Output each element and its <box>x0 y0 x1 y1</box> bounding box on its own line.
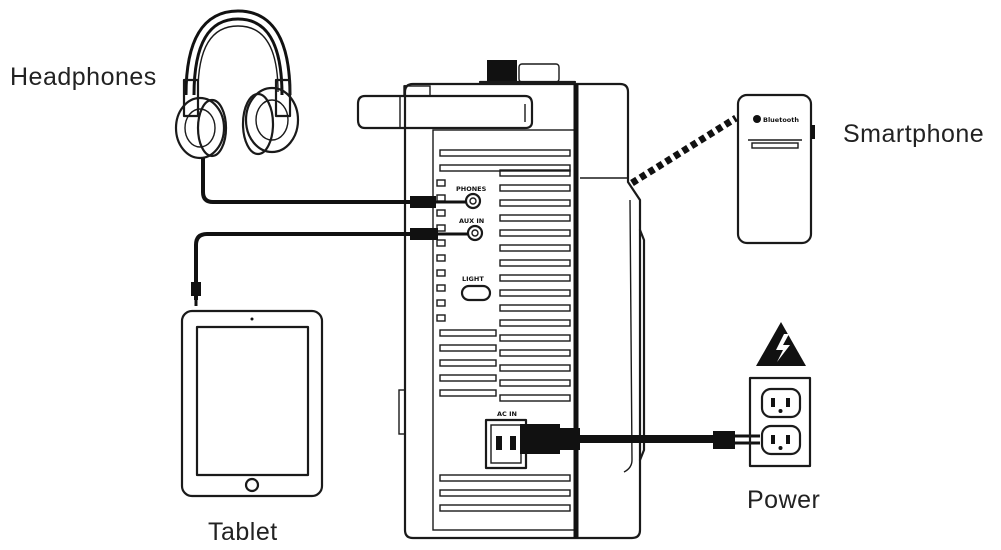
grille-slot <box>499 184 571 192</box>
headphones-label: Headphones <box>10 63 157 91</box>
svg-text:LIGHT: LIGHT <box>462 275 484 283</box>
power-label: Power <box>747 486 821 514</box>
grille-slot <box>439 164 571 172</box>
power-cord <box>520 424 760 454</box>
svg-text:AC IN: AC IN <box>497 410 517 418</box>
tablet <box>180 228 468 498</box>
grille-slot <box>439 374 497 382</box>
speaker-unit: PHONES AUX IN LIGHT AC IN <box>356 60 646 540</box>
grille-slot <box>436 209 446 217</box>
grille-slot <box>439 344 497 352</box>
grille-slot <box>439 504 571 512</box>
grille-slot <box>436 284 446 292</box>
grille-slot <box>439 389 497 397</box>
grille-slot <box>436 314 446 322</box>
bluetooth-link <box>630 115 738 186</box>
smartphone: Bluetooth <box>736 93 815 245</box>
grille-slot <box>439 489 571 497</box>
tuning-knob <box>478 60 577 84</box>
outlet-socket-bottom <box>760 424 802 456</box>
grille-slot <box>499 334 571 342</box>
grille-slot <box>436 254 446 262</box>
grille-slot <box>499 214 571 222</box>
grille-slot <box>499 394 571 402</box>
svg-text:Bluetooth: Bluetooth <box>763 116 799 124</box>
grille-slot <box>499 244 571 252</box>
grille-slot <box>436 299 446 307</box>
grille-slot <box>499 229 571 237</box>
grille-slot <box>499 319 571 327</box>
smartphone-label: Smartphone <box>843 120 985 148</box>
svg-text:AUX IN: AUX IN <box>459 217 484 225</box>
grille-slot <box>499 379 571 387</box>
svg-text:PHONES: PHONES <box>456 185 487 193</box>
grille-slot <box>499 349 571 357</box>
grille-slot <box>436 179 446 187</box>
grille-slot <box>439 474 571 482</box>
grille-slots <box>436 149 571 512</box>
grille-slot <box>499 259 571 267</box>
grille-slot <box>499 199 571 207</box>
aux-in-jack: AUX IN <box>459 217 484 242</box>
grille-slot <box>436 194 446 202</box>
grille-slot <box>499 364 571 372</box>
phones-jack: PHONES <box>456 185 487 210</box>
grille-slot <box>499 304 571 312</box>
high-voltage-warning-icon <box>756 322 806 366</box>
grille-slot <box>436 239 446 247</box>
grille-slot <box>436 269 446 277</box>
outlet-socket-top <box>760 387 802 419</box>
tablet-label: Tablet <box>208 518 278 546</box>
grille-slot <box>499 169 571 177</box>
wall-outlet <box>748 376 812 468</box>
speaker-body <box>403 82 642 540</box>
grille-slot <box>439 359 497 367</box>
home-button-icon <box>244 477 260 493</box>
bluetooth-icon <box>753 115 761 123</box>
grille-slot <box>439 149 571 157</box>
speaker-handle <box>356 85 534 130</box>
headphones <box>174 9 466 208</box>
grille-slot <box>499 274 571 282</box>
light-button: LIGHT <box>460 275 492 302</box>
grille-slot <box>436 224 446 232</box>
grille-slot <box>499 289 571 297</box>
grille-slot <box>439 329 497 337</box>
